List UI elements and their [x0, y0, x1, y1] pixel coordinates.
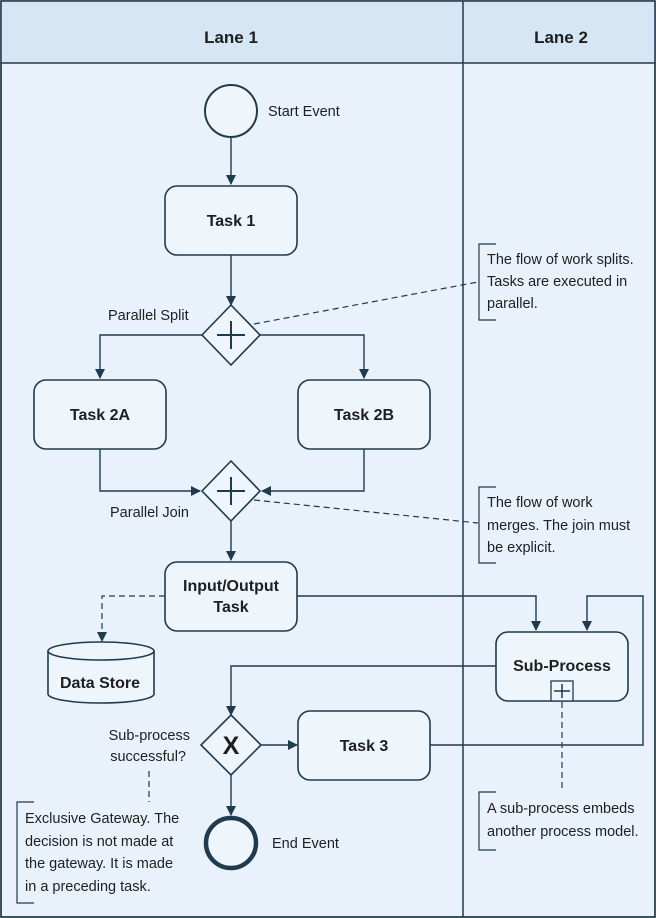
task-3-label: Task 3 [340, 738, 389, 755]
flow-task2b-to-join [261, 449, 365, 496]
data-store-top [47, 641, 155, 661]
annotation-bracket-join [478, 486, 496, 564]
lane-header-band [1, 1, 655, 63]
task-2b[interactable] [297, 379, 431, 450]
end-event-label: End Event [272, 836, 339, 852]
association-join-note [253, 499, 479, 524]
sub-process-label: Sub-Process [513, 658, 611, 675]
lane-2-title: Lane 2 [534, 28, 588, 47]
flow-split-to-task2b [260, 334, 369, 379]
annotation-subprocess-line2: another process model. [487, 824, 639, 840]
input-output-task[interactable] [164, 561, 298, 632]
annotation-bracket-split [478, 243, 496, 321]
start-event[interactable] [204, 84, 258, 138]
association-split-note [253, 281, 479, 325]
flow-split-to-task2a [95, 334, 202, 379]
input-output-task-label-line2: Task [213, 599, 248, 616]
annotation-split-line2: Tasks are executed in [487, 274, 627, 290]
annotation-bracket-subprocess [478, 791, 496, 851]
task-3[interactable] [297, 710, 431, 781]
task-2a[interactable] [33, 379, 167, 450]
end-event[interactable] [203, 815, 259, 871]
annotation-join-line3: be explicit. [487, 540, 556, 556]
annotation-join-line2: merges. The join must [487, 518, 630, 534]
annotation-subprocess-line1: A sub-process embeds [487, 801, 635, 817]
annotation-split-line3: parallel. [487, 296, 538, 312]
parallel-join-label: Parallel Join [110, 505, 189, 521]
flow-task2a-to-join [99, 449, 201, 496]
decision-label-line2: successful? [110, 749, 186, 765]
decision-label-line1: Sub-process [109, 728, 190, 744]
flow-subprocess-to-exclusive [226, 665, 496, 716]
annotation-bracket-exclusive [16, 801, 34, 904]
association-io-task-to-datastore [97, 595, 165, 642]
lane-1-title: Lane 1 [204, 28, 258, 47]
input-output-task-label-line1: Input/Output [183, 578, 280, 595]
data-store-label: Data Store [60, 675, 140, 692]
x-icon: X [223, 732, 240, 760]
flow-task3-loop-to-subprocess [430, 595, 644, 746]
annotation-split-line1: The flow of work splits. [487, 252, 634, 268]
task-2a-label: Task 2A [70, 407, 131, 424]
data-store[interactable] [47, 651, 155, 704]
flow-io-task-to-subprocess [297, 595, 541, 631]
annotation-exclusive-line3: the gateway. It is made [25, 856, 173, 872]
annotation-exclusive-line4: in a preceding task. [25, 879, 151, 895]
start-event-label: Start Event [268, 104, 340, 120]
annotation-join-line1: The flow of work [487, 495, 593, 511]
annotation-exclusive-line2: decision is not made at [25, 834, 173, 850]
parallel-split-label: Parallel Split [108, 308, 189, 324]
annotation-exclusive-line1: Exclusive Gateway. The [25, 811, 179, 827]
exclusive-gateway[interactable] [199, 713, 263, 777]
task-2b-label: Task 2B [334, 407, 394, 424]
task-1-label: Task 1 [207, 213, 256, 230]
task-1[interactable] [164, 185, 298, 256]
